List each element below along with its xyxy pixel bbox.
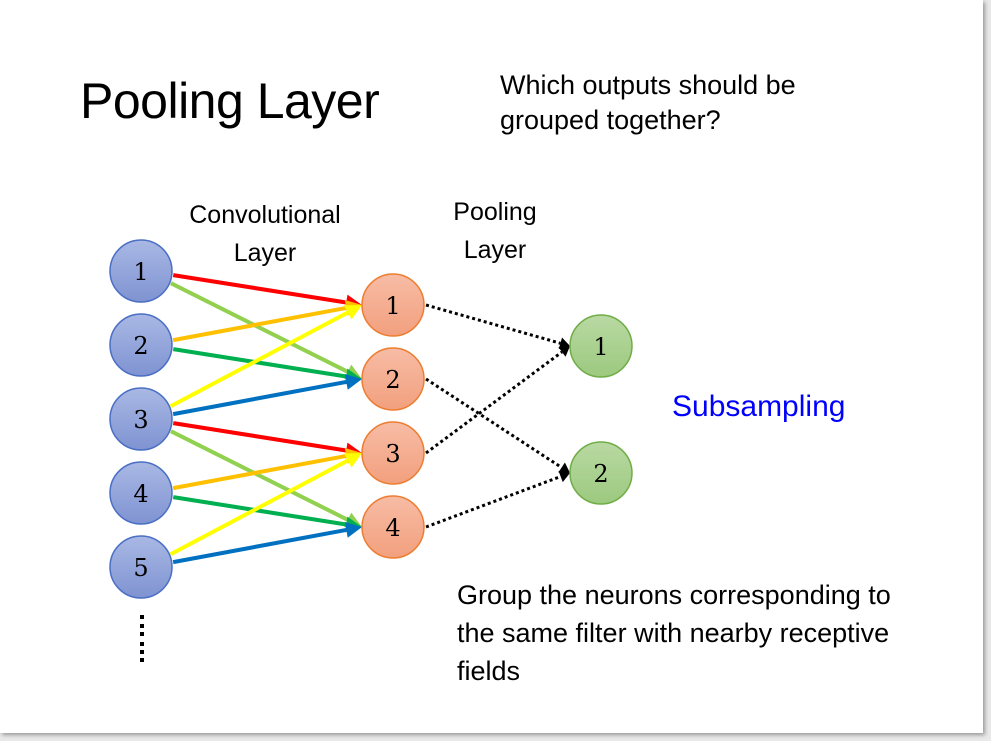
input-node-3: 3	[109, 387, 173, 451]
pool-edge-3-to-1	[425, 346, 570, 455]
question-text: Which outputs should be grouped together…	[500, 70, 796, 135]
more-inputs-ellipsis	[140, 615, 144, 662]
conv-label-line2: Layer	[233, 239, 297, 267]
arrowhead	[344, 522, 362, 538]
node-label: 1	[385, 292, 400, 320]
conv-node-1: 1	[361, 273, 425, 337]
nodes: 1 2 3 4 5 1 2 3 4 1 2	[109, 239, 633, 662]
conv-edge-3-to-3	[172, 421, 362, 459]
conv-label-line1: Convolutional	[189, 201, 341, 229]
pool-label-line2: Layer	[463, 236, 527, 264]
node-label: 1	[593, 333, 608, 361]
conv-edge-5-to-4	[172, 522, 362, 565]
arrowhead	[558, 462, 570, 473]
node-label: 2	[133, 332, 148, 360]
pool-edge-2-to-2	[425, 377, 570, 473]
conv-edge-3-to-2	[172, 374, 362, 417]
node-label: 1	[133, 258, 148, 286]
node-label: 5	[133, 554, 148, 582]
node-label: 4	[385, 514, 400, 542]
input-node-1: 1	[109, 239, 173, 303]
arrowhead	[344, 453, 362, 468]
pool-edge-4-to-2	[425, 470, 570, 529]
arrowhead	[344, 374, 362, 390]
arrowhead	[558, 337, 570, 350]
pool-node-1: 1	[569, 314, 633, 378]
convolutional-layer-label: Convolutional Layer	[160, 196, 370, 272]
pooling-layer-label: Pooling Layer	[425, 193, 565, 269]
conv-edge-5-to-3	[169, 453, 362, 556]
node-label: 3	[133, 406, 148, 434]
arrowhead	[558, 470, 570, 483]
edges	[169, 273, 570, 565]
arrowhead	[558, 346, 570, 357]
node-label: 2	[385, 366, 400, 394]
input-node-2: 2	[109, 313, 173, 377]
node-label: 3	[385, 440, 400, 468]
conv-node-4: 4	[361, 495, 425, 559]
subsampling-label: Subsampling	[672, 390, 846, 423]
arrowhead	[344, 305, 362, 320]
conv-node-2: 2	[361, 347, 425, 411]
node-label: 2	[593, 460, 608, 488]
conv-edge-3-to-1	[169, 305, 362, 408]
grouping-note: Group the neurons corresponding to the s…	[457, 580, 891, 686]
input-node-4: 4	[109, 461, 173, 525]
input-node-5: 5	[109, 535, 173, 599]
conv-edge-1-to-1	[172, 273, 362, 311]
pool-label-line1: Pooling	[453, 198, 537, 226]
slide-title: Pooling Layer	[80, 73, 380, 129]
conv-node-3: 3	[361, 421, 425, 485]
node-label: 4	[133, 480, 148, 508]
pool-node-2: 2	[569, 441, 633, 505]
pool-edge-1-to-1	[425, 303, 570, 350]
